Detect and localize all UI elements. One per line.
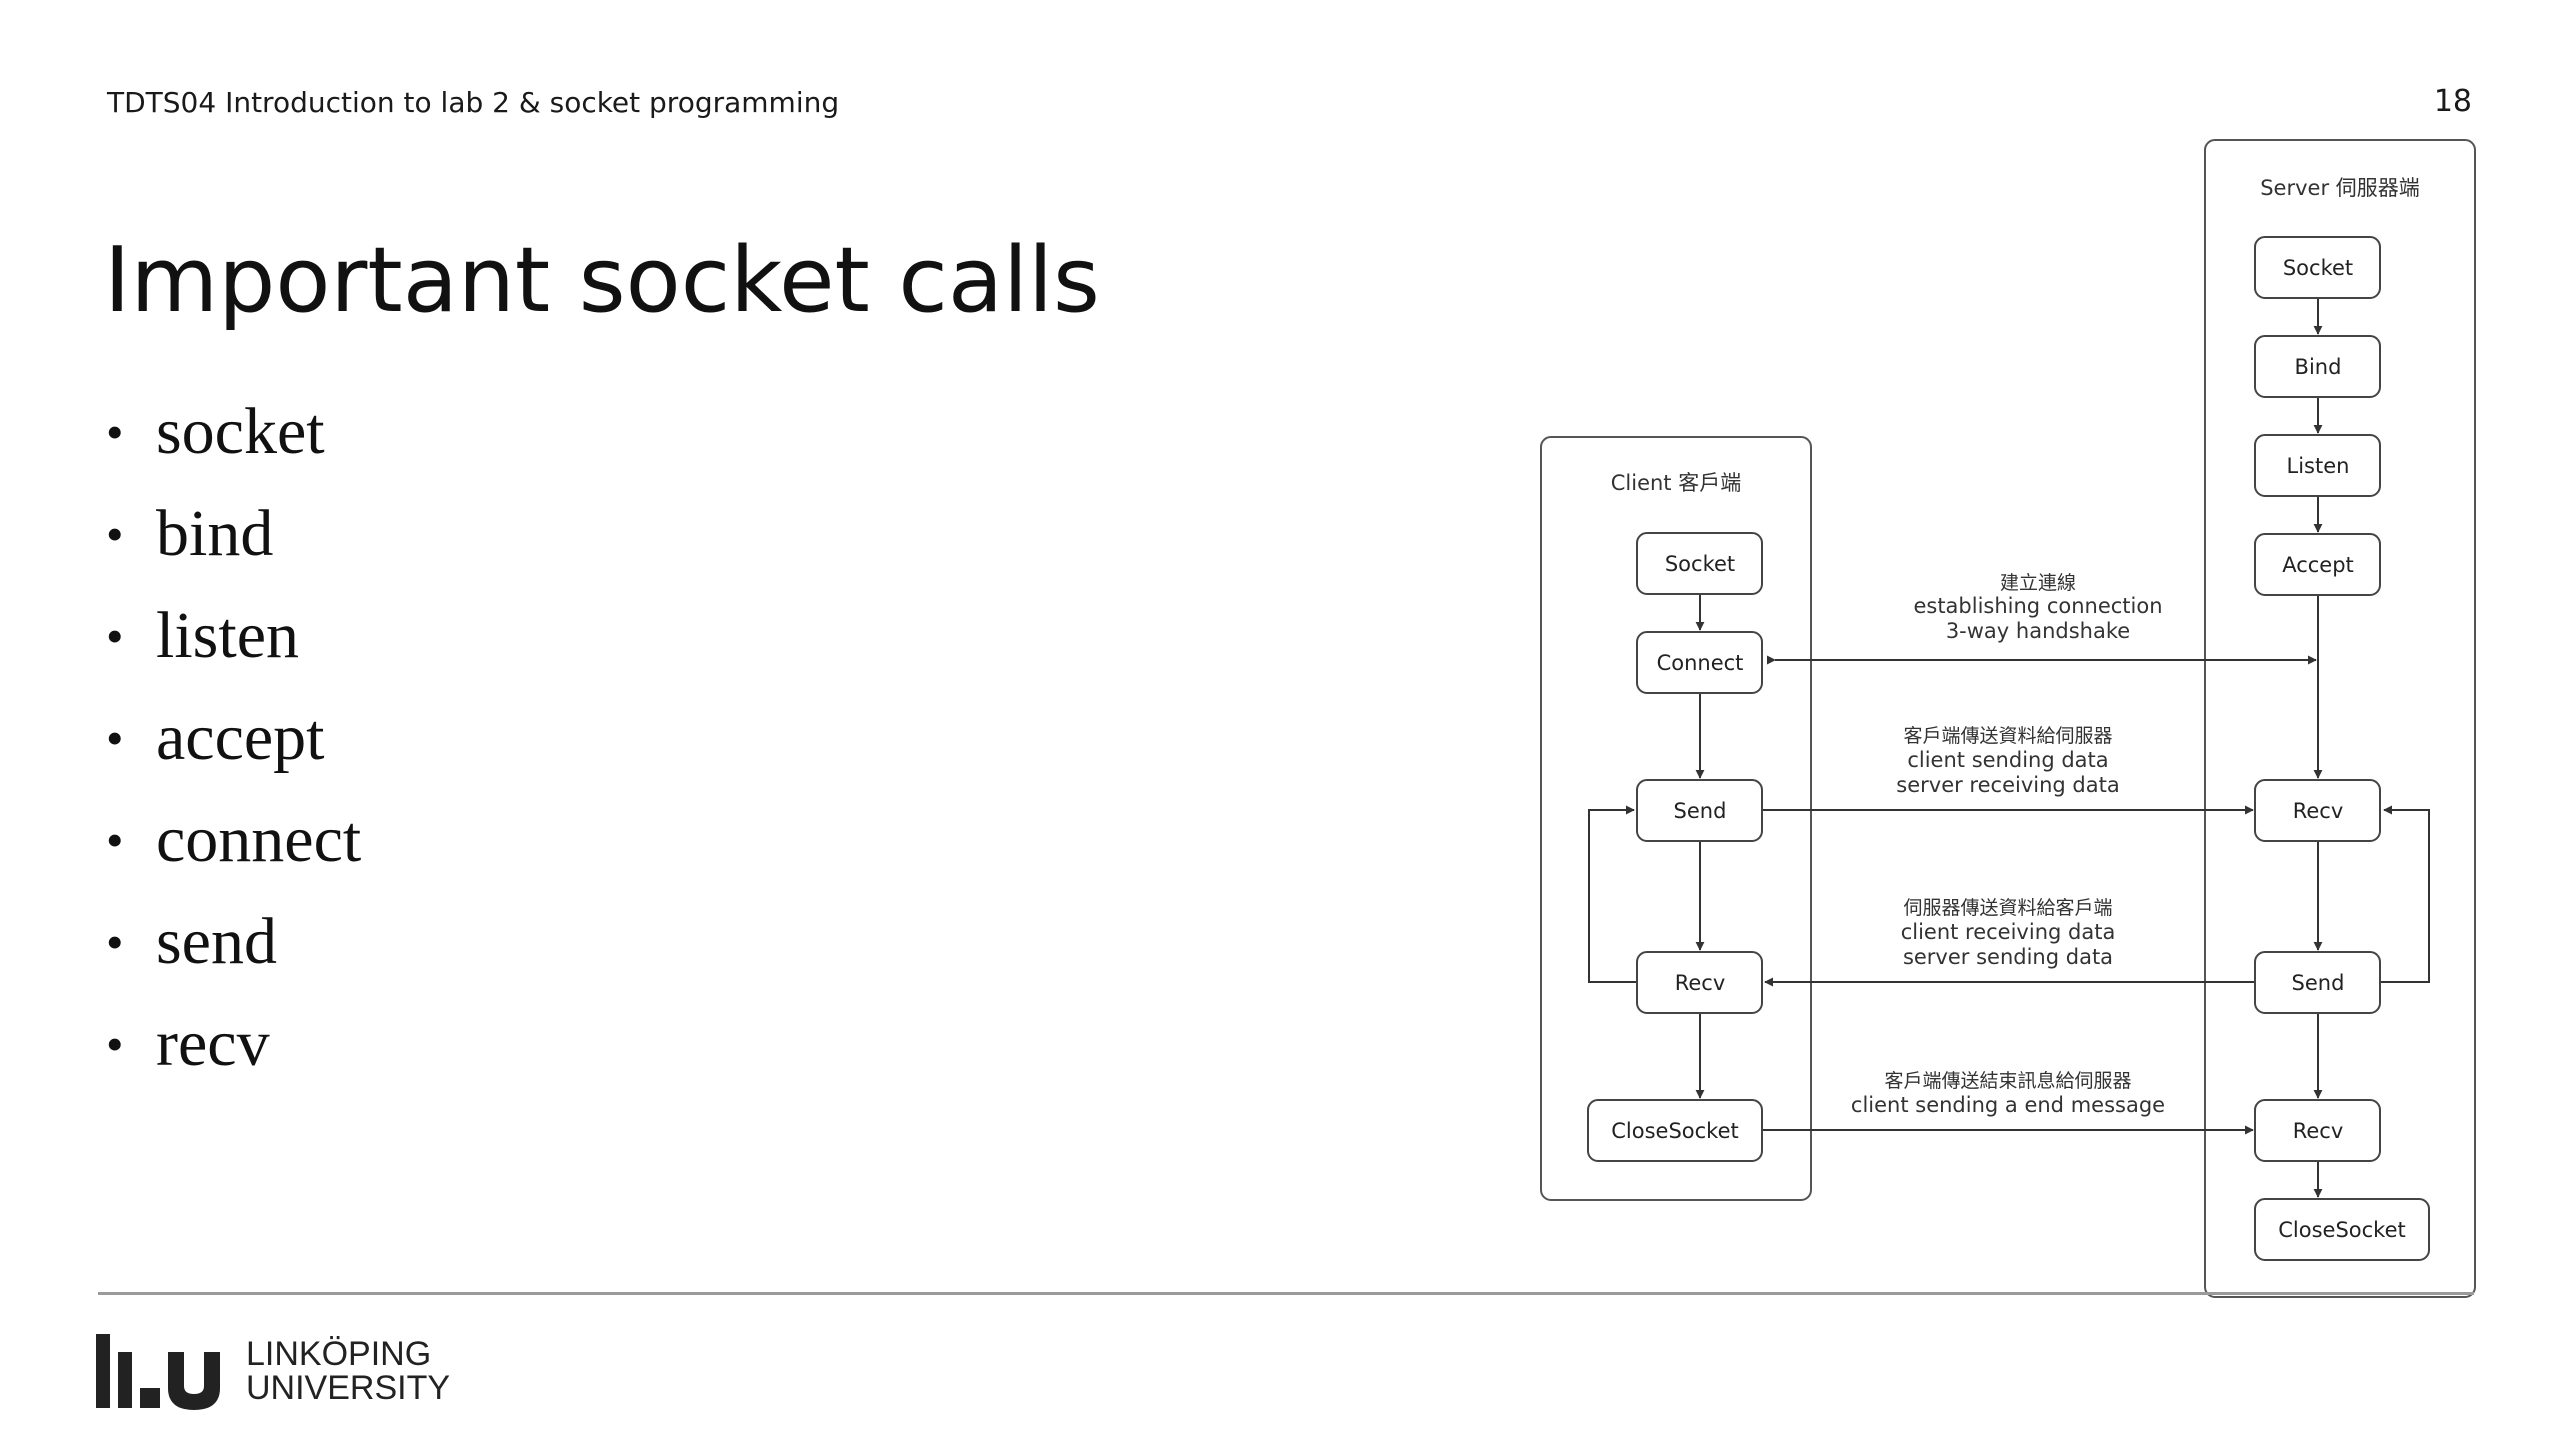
list-item: • bind (106, 494, 361, 596)
server-node-recv: Recv (2254, 779, 2381, 842)
logo-line2: UNIVERSITY (246, 1369, 451, 1407)
node-label: Accept (2282, 553, 2354, 577)
bullet-dot: • (106, 1016, 124, 1072)
client-label: Client 客戶端 (1611, 471, 1741, 495)
list-item: • connect (106, 800, 361, 902)
node-label: Recv (2293, 799, 2344, 823)
bullet-text: listen (156, 599, 299, 672)
bullet-dot: • (106, 506, 124, 562)
server-node-accept: Accept (2254, 533, 2381, 596)
connection-label-zh: 建立連線 (2000, 572, 2076, 594)
node-label: CloseSocket (1611, 1119, 1739, 1143)
server-label: Server 伺服器端 (2260, 176, 2420, 200)
client-loop-line (1588, 805, 1637, 983)
bullet-text: connect (156, 803, 362, 876)
bullet-dot: • (106, 404, 124, 460)
bullet-text: socket (156, 395, 325, 468)
bullet-dot: • (106, 914, 124, 970)
server-send-label-zh: 伺服器傳送資料給客戶端 (1903, 897, 2112, 919)
server-node-closesocket: CloseSocket (2254, 1198, 2430, 1261)
node-label: Connect (1657, 651, 1744, 675)
server-node-bind: Bind (2254, 335, 2381, 398)
client-node-send: Send (1636, 779, 1763, 842)
list-item: • send (106, 902, 361, 1004)
logo-line1: LINKÖPING (246, 1335, 432, 1373)
node-label: Listen (2287, 454, 2350, 478)
node-label: Recv (1675, 971, 1726, 995)
list-item: • socket (106, 392, 361, 494)
list-item: • listen (106, 596, 361, 698)
client-container (1540, 436, 1812, 1201)
node-label: Send (2292, 971, 2345, 995)
client-node-connect: Connect (1636, 631, 1763, 694)
list-item: • accept (106, 698, 361, 800)
bullet-list: • socket • bind • listen • accept • connect •… (106, 392, 361, 1106)
end-message-label-zh: 客戶端傳送結束訊息給伺服器 (1884, 1070, 2131, 1092)
node-label: Send (1674, 799, 1727, 823)
server-send-label-en1: client receiving data (1901, 920, 2116, 944)
node-label: CloseSocket (2278, 1218, 2406, 1242)
connection-label-note: 3-way handshake (1946, 619, 2130, 643)
footer-divider (98, 1292, 2474, 1295)
server-node-recv-end: Recv (2254, 1099, 2381, 1162)
bullet-dot: • (106, 608, 124, 664)
university-logo: LINKÖPING UNIVERSITY (94, 1332, 450, 1410)
page-number: 18 (2433, 84, 2472, 119)
liu-logo-mark (96, 1334, 220, 1410)
server-node-socket: Socket (2254, 236, 2381, 299)
list-item: • recv (106, 1004, 361, 1106)
client-send-label-en2: server receiving data (1896, 773, 2119, 797)
connection-label-en: establishing connection (1913, 594, 2162, 618)
bullet-text: bind (156, 497, 274, 570)
server-node-listen: Listen (2254, 434, 2381, 497)
end-message-label-en: client sending a end message (1851, 1093, 2165, 1117)
client-send-label-en1: client sending data (1907, 748, 2108, 772)
server-send-label-en2: server sending data (1903, 945, 2113, 969)
client-node-closesocket: CloseSocket (1587, 1099, 1763, 1162)
server-loop-line (2381, 805, 2430, 983)
server-node-send: Send (2254, 951, 2381, 1014)
bullet-text: accept (156, 701, 325, 774)
bullet-dot: • (106, 710, 124, 766)
bullet-text: recv (156, 1007, 270, 1080)
bullet-text: send (156, 905, 277, 978)
logo-wordmark: LINKÖPING UNIVERSITY (246, 1337, 450, 1405)
node-label: Socket (2283, 256, 2353, 280)
bullet-dot: • (106, 812, 124, 868)
client-node-recv: Recv (1636, 951, 1763, 1014)
slide-title: Important socket calls (104, 228, 1100, 333)
node-label: Bind (2295, 355, 2342, 379)
client-node-socket: Socket (1636, 532, 1763, 595)
node-label: Socket (1665, 552, 1735, 576)
server-container (2204, 139, 2476, 1298)
course-title: TDTS04 Introduction to lab 2 & socket pr… (107, 86, 840, 119)
node-label: Recv (2293, 1119, 2344, 1143)
client-send-label-zh: 客戶端傳送資料給伺服器 (1903, 725, 2112, 747)
